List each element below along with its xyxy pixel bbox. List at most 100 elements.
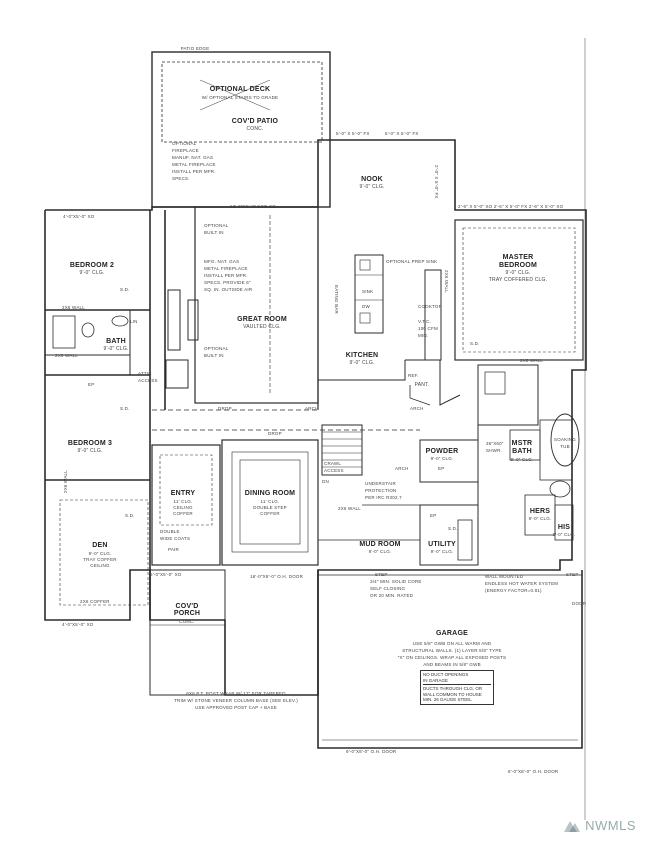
ep-label-3: EP [430, 513, 437, 518]
ep-label-2: EP [438, 466, 445, 471]
mstr-bath-name-2: BATH [512, 448, 532, 455]
porch-post-note: 6x6 P.T. POST WRAP W/ 12" FOR TAPEREDTRI… [174, 691, 298, 710]
his-name: HIS [557, 524, 571, 531]
porch-sub: CONC. [179, 619, 195, 624]
ep-label-1: EP [88, 382, 95, 387]
sd-label-5: S.D. [448, 526, 458, 531]
wall-2x6-5: 2X6 WALL [63, 470, 68, 493]
sd-label-1: S.D. [120, 287, 130, 292]
eating-bar-label: EATING BAR [334, 285, 339, 314]
great-room-sub: VAULTED CLG. [243, 324, 281, 330]
entry-sub-2: CEILING [173, 505, 193, 510]
kitchen-sub: 9'-0" CLG. [349, 360, 375, 366]
master-windows-label: 2'-6" x 5'-0" XO 2'-6" x 5'-0" FX 2'-6" … [458, 204, 564, 209]
logo-text: NWMLS [585, 817, 636, 833]
nook-sub: 9'-0" CLG. [359, 184, 385, 190]
his-sub: 9'-0" CLG. [552, 532, 576, 537]
garage-door-2: 8'-0"x8'-0" O.H. DOOR [508, 769, 559, 774]
arch-label-3: ARCH [395, 466, 409, 471]
bath-sub: 9'-0" CLG. [103, 346, 129, 352]
dining-name: DINING ROOM [244, 490, 296, 497]
step-label: STEP [375, 572, 388, 577]
mstr-bath-sub: 9'-0" CLG. [510, 457, 534, 462]
dw-label: DW [362, 304, 370, 309]
mud-room-name: MUD ROOM [359, 541, 401, 548]
utility-sub: 9'-0" CLG. [430, 549, 454, 554]
garage-name: GARAGE [436, 630, 468, 637]
wall-2x6-1: 2X6 WALL [62, 305, 85, 310]
drop-label-2: DROP [268, 431, 282, 436]
sd-label-4: S.D. [125, 513, 135, 518]
pantry-name: PANT. [414, 382, 430, 388]
powder-name: POWDER [425, 448, 459, 455]
linen-label: LIN [130, 319, 138, 324]
cooktop-label: COOKTOP [418, 304, 442, 309]
patio-sub: CONC. [246, 126, 264, 132]
dining-sub-3: COFFER [260, 511, 280, 516]
sd-label-3: S.D. [120, 406, 130, 411]
mstr-bath-name: MSTR [511, 440, 533, 447]
wall-2x6-3: 2X6 WALL [444, 270, 449, 293]
sink-label: SINK [362, 289, 374, 294]
island-note: OPTIONAL PREP SINK [386, 259, 438, 264]
garage-door-1: 9'-0"x8'-0" O.H. DOOR [346, 749, 397, 754]
drop-label-1: DROP [218, 406, 232, 411]
door-step-label: STEP [566, 572, 579, 577]
wall-2x6-2: 2X6 WALL [55, 353, 78, 358]
mountain-logo-icon [564, 821, 581, 832]
kitchen-name: KITCHEN [345, 352, 379, 359]
mls-logo: NWMLS [563, 817, 636, 833]
porch-window: 6'-0"x5'-0" XO [150, 572, 182, 577]
garage-door-3: 16'-0"x8'-0" O.H. DOOR [250, 574, 304, 579]
den-window: 4'-0"x5'-0" XO [62, 622, 94, 627]
nook-name: NOOK [361, 176, 383, 183]
porch-name-2: PORCH [173, 610, 201, 617]
door-label: DOOR [572, 601, 587, 606]
entry-sub-3: COFFER [173, 511, 193, 516]
deck-sub: W/ OPTIONAL STAIRS TO GRADE [201, 95, 279, 100]
entry-sub: 11' CLG. [173, 499, 193, 504]
arch-label-2: ARCH [410, 406, 424, 411]
bedroom2-name: BEDROOM 2 [69, 262, 115, 269]
nook-window-2: 5'-0" x 5'-0" FX [385, 131, 419, 136]
master-sub: 9'-0" CLG. [505, 270, 531, 276]
patio-edge-label: PATIO EDGE [180, 46, 210, 51]
wall-2x6-6: 2X6 WALL [338, 506, 361, 511]
master-sub-2: TRAY COFFERED CLG. [488, 277, 548, 283]
tray-coffer-label: 2X6 COFFER [80, 599, 110, 604]
clg-label: DN [322, 479, 329, 484]
den-sub: 9'-0" CLG. [88, 551, 112, 556]
great-room-name: GREAT ROOM [237, 316, 287, 323]
sd-label-2: S.D. [470, 341, 480, 346]
entry-name: ENTRY [170, 490, 196, 497]
ref-label: REF. [408, 373, 419, 378]
master-name: MASTER [502, 254, 534, 261]
slider-label: 12'-0"x6'-8" SGD SG. [230, 204, 278, 209]
powder-sub: 9'-0" CLG. [430, 456, 454, 461]
pair-label: PAIR [168, 547, 179, 552]
den-name: DEN [92, 542, 108, 549]
arch-label-1: ARCH [305, 406, 319, 411]
den-sub-3: CEILING [90, 563, 110, 568]
bedroom3-name: BEDROOM 3 [67, 440, 113, 447]
master-name-2: BEDROOM [499, 262, 537, 269]
hers-name: HERS [529, 508, 551, 515]
wall-2x6-4: 2X6 WALL [520, 358, 543, 363]
utility-name: UTILITY [428, 541, 456, 548]
shower-label: 36"x60"SHWR. [486, 441, 504, 453]
deck-name: OPTIONAL DECK [209, 86, 271, 93]
nook-window-1: 5'-0" x 5'-0" FX [336, 131, 370, 136]
